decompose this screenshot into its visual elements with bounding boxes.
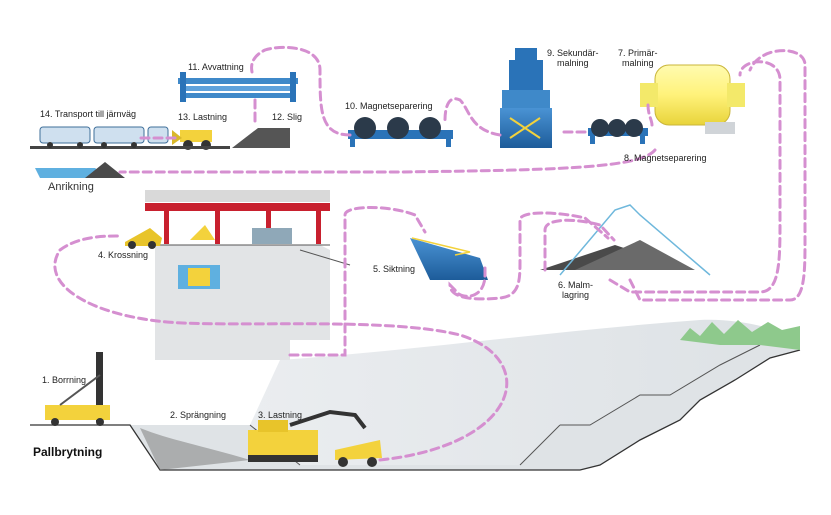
flow-lines [53, 45, 807, 462]
label-slig: 12. Slig [272, 112, 303, 122]
excavator [248, 409, 367, 462]
blasted-rock [140, 428, 250, 470]
concentrate-pile [232, 128, 290, 148]
label-lastning-3: 3. Lastning [258, 410, 303, 420]
grass-area [680, 320, 800, 350]
label-malmlagring-line1: 6. Malm- [558, 280, 594, 290]
label-magnet-8: 8. Magnetseparering [624, 153, 707, 163]
label-primar-line1: 7. Primär- [618, 48, 658, 58]
label-sekundar-malning: 9. Sekundär- malning [547, 48, 599, 68]
label-lastning-13: 13. Lastning [178, 112, 228, 122]
label-siktning: 5. Siktning [373, 264, 416, 274]
crushing-plant [125, 190, 351, 360]
label-borrning: 1. Borrning [42, 375, 87, 385]
label-pallbrytning: Pallbrytning [33, 445, 103, 459]
label-avvattning: 11. Avvattning [188, 62, 244, 72]
secondary-mill [500, 48, 552, 148]
magnetic-separator-8 [588, 119, 648, 144]
label-sprangning: 2. Sprängning [170, 410, 227, 420]
label-magnet-10: 10. Magnetseparering [345, 101, 433, 111]
terrain [30, 319, 801, 471]
label-primar-line2: malning [621, 58, 654, 68]
tailings-pond [35, 162, 125, 178]
label-anrikning: Anrikning [48, 181, 94, 193]
label-transport: 14. Transport till järnväg [40, 109, 137, 119]
dump-truck [335, 440, 382, 467]
dewatering-filter [178, 72, 298, 102]
primary-mill [640, 64, 745, 134]
loader-icon [190, 225, 215, 240]
label-krossning: 4. Krossning [98, 250, 149, 260]
screening-machine [410, 237, 488, 280]
label-sekundar-line1: 9. Sekundär- [547, 48, 599, 58]
drill-rig [45, 352, 110, 426]
label-malmlagring: 6. Malm- lagring [558, 280, 593, 300]
label-primar-malning: 7. Primär- malning [618, 48, 658, 68]
ore-storage [540, 204, 711, 276]
label-malmlagring-line2: lagring [561, 290, 590, 300]
magnetic-separator-10 [348, 117, 453, 147]
label-sekundar-line2: malning [557, 58, 589, 68]
